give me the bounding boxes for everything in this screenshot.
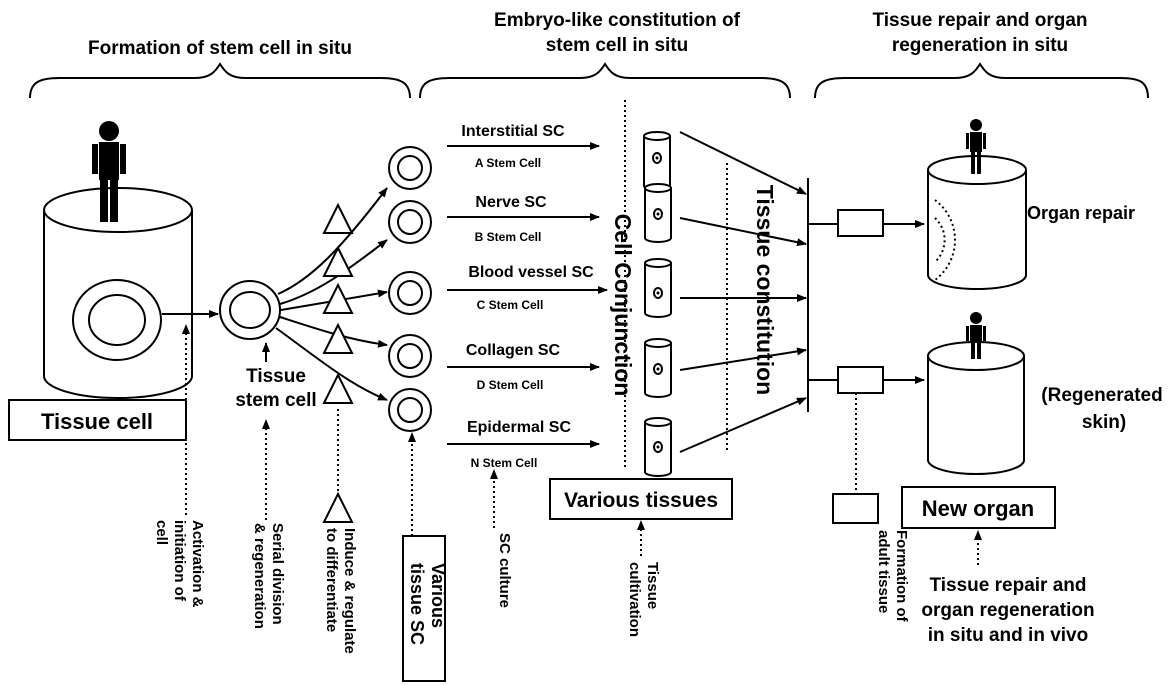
sc-label-4: N Stem Cell — [471, 456, 538, 470]
tissue-stem-label-1: Tissue — [246, 366, 306, 387]
bracket-embryo — [419, 62, 791, 99]
bottom-rotated-labels: Activation & initiation of cell Serial d… — [153, 520, 910, 654]
sc-name-1: Nerve SC — [475, 194, 547, 211]
label-serial-1: Serial division — [269, 523, 286, 625]
convergence-arrows — [679, 131, 807, 453]
tissue-stem-cell — [219, 280, 281, 340]
regen-small-box — [837, 366, 884, 394]
sc-name-2: Blood vessel SC — [468, 264, 594, 281]
header-formation: Formation of stem cell in situ — [88, 38, 352, 59]
label-tissue-cultivation-1: Tissue — [644, 562, 661, 609]
label-tissue-cultivation-2: cultivation — [626, 562, 643, 637]
label-serial-2: & regeneration — [251, 523, 268, 629]
triangles — [322, 202, 354, 523]
header-embryo-line2: stem cell in situ — [546, 35, 689, 56]
small-cylinders — [643, 131, 672, 477]
sc-rows: Interstitial SC A Stem Cell Nerve SC B S… — [447, 123, 608, 470]
sc-label-0: A Stem Cell — [475, 156, 541, 170]
header-embryo-line1: Embryo-like constitution of — [494, 10, 741, 31]
branch-lines — [275, 187, 388, 401]
bottom-dotted-arrows — [182, 324, 982, 565]
bracket-formation — [29, 62, 411, 99]
label-adult-tissue-2: adult tissue — [875, 530, 892, 613]
repair-caption-2: organ regeneration — [921, 600, 1094, 621]
sc-label-1: B Stem Cell — [475, 230, 542, 244]
cell-conjunction-label: Cell Conjunction — [610, 214, 636, 397]
sc-name-0: Interstitial SC — [461, 123, 565, 140]
regenerated-skin-cylinder — [927, 341, 1025, 475]
label-various-sc-2: tissue SC — [407, 563, 427, 645]
organ-repair-label: Organ repair — [1027, 203, 1135, 223]
repair-caption-1: Tissue repair and — [930, 575, 1087, 596]
bracket-repair — [814, 62, 1149, 99]
header-repair-line2: regeneration in situ — [892, 35, 1068, 56]
sc-name-4: Epidermal SC — [467, 419, 571, 436]
label-adult-tissue-1: Formation of — [893, 530, 910, 623]
regenerated-label-2: skin) — [1082, 412, 1126, 433]
tissue-constitution-label: Tissue constitution — [752, 185, 778, 395]
new-organ-box — [901, 486, 1056, 529]
adult-tissue-small-box — [832, 493, 879, 524]
various-tissues-box — [549, 478, 733, 520]
label-activation-3: cell — [153, 520, 170, 545]
organ-repair-cylinder — [927, 155, 1027, 290]
label-activation-2: initiation of — [171, 520, 188, 602]
sc-circles — [388, 146, 432, 432]
tissue-cell-label: Tissue cell — [41, 409, 153, 434]
header-repair-line1: Tissue repair and organ — [872, 10, 1087, 31]
human-figure-icon — [966, 312, 986, 359]
regenerated-label-1: (Regenerated — [1041, 385, 1162, 406]
various-tissues-label: Various tissues — [564, 489, 718, 512]
new-organ-label: New organ — [922, 496, 1034, 521]
tissue-stem-label-2: stem cell — [235, 390, 316, 411]
label-induce-1: Induce & regulate — [341, 528, 358, 654]
various-sc-box — [402, 535, 446, 682]
human-figure-icon — [92, 121, 126, 222]
sc-label-2: C Stem Cell — [477, 298, 544, 312]
sc-label-3: D Stem Cell — [477, 378, 544, 392]
sc-name-3: Collagen SC — [466, 342, 561, 359]
repair-caption-3: in situ and in vivo — [928, 625, 1088, 646]
human-figure-icon — [966, 119, 986, 174]
label-induce-2: to differentiate — [323, 528, 340, 632]
label-activation-1: Activation & — [189, 520, 206, 608]
organ-repair-small-box — [837, 209, 884, 237]
label-various-sc-1: Various — [428, 563, 448, 628]
label-sc-culture: SC culture — [496, 533, 513, 608]
